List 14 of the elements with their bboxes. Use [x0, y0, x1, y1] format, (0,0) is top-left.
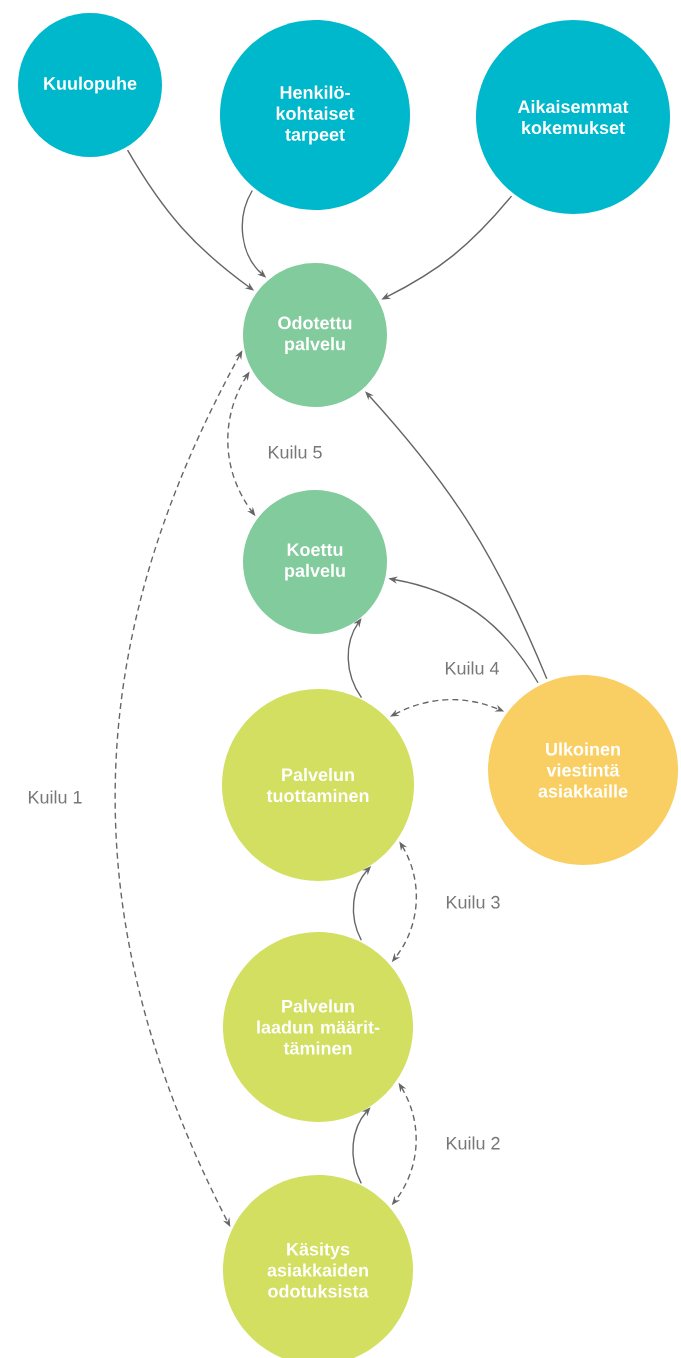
circle-node: Koettu palvelu: [243, 490, 387, 634]
circle-node: Palvelun tuottaminen: [222, 689, 414, 881]
arrow: [365, 391, 548, 680]
edge-label: Kuilu 1: [25, 788, 85, 806]
edge-label: Kuilu 2: [443, 1134, 503, 1152]
circle-node: Aikaisemmat kokemukset: [476, 20, 670, 214]
edge-label: Kuilu 5: [265, 443, 325, 461]
edge-label: Kuilu 3: [443, 893, 503, 911]
circle-node: Ulkoinen viestintä asiakkaille: [488, 675, 678, 865]
edge-label: Kuilu 4: [442, 659, 502, 677]
circle-node: Odotettu palvelu: [243, 263, 387, 407]
circle-node: Kuulopuhe: [18, 13, 162, 157]
circle-node: Palvelun laadun määrit- täminen: [223, 932, 413, 1122]
circle-node: Henkilö- kohtaiset tarpeet: [220, 20, 410, 210]
